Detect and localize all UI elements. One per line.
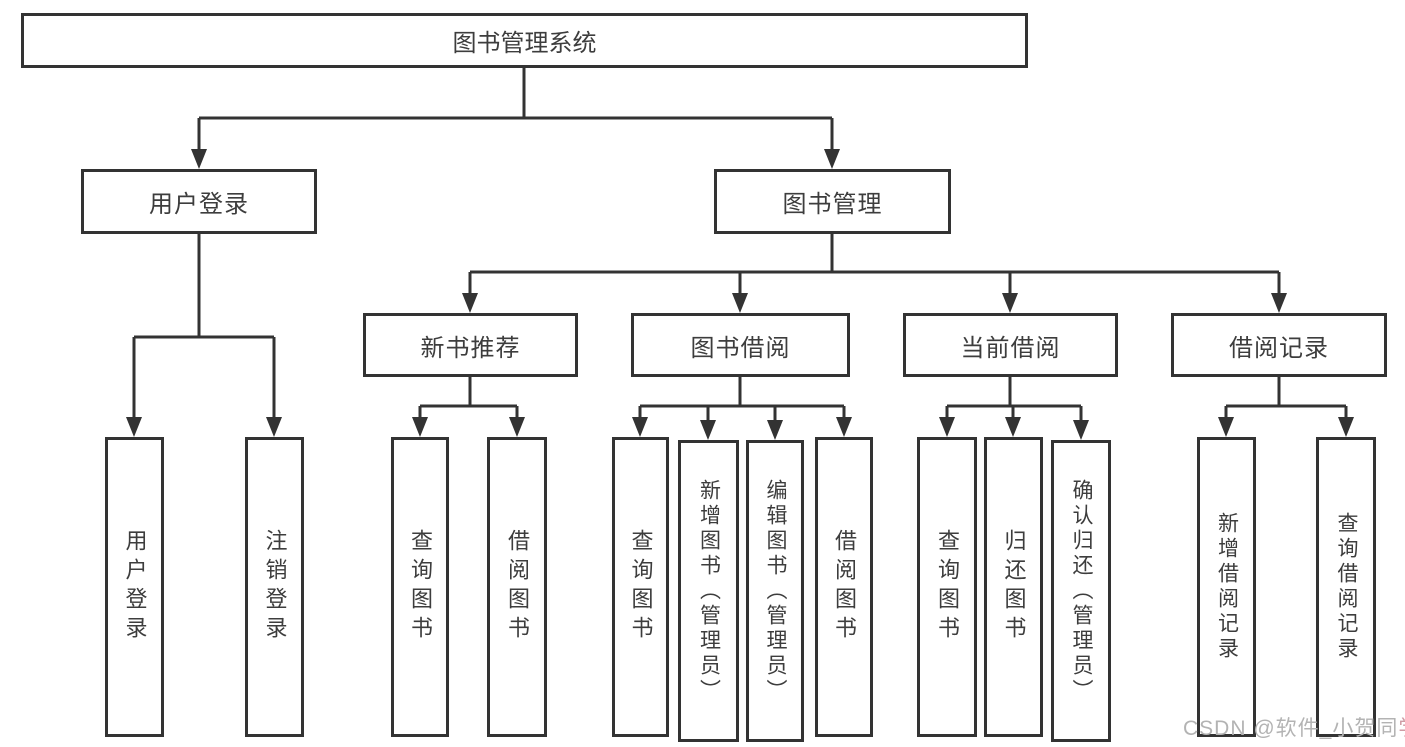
node-label: 借阅图书: [505, 529, 530, 645]
leaf-query-borrow-record: 查询借阅记录: [1316, 437, 1376, 737]
leaf-query-books-current: 查询图书: [917, 437, 977, 737]
node-label: 用户登录: [149, 191, 249, 218]
leaf-user-login: 用户登录: [105, 437, 164, 737]
node-label: 注销登录: [262, 529, 288, 645]
node-borrowing-records: 借阅记录: [1171, 313, 1387, 377]
leaf-logout: 注销登录: [245, 437, 304, 737]
node-current-borrowing: 当前借阅: [903, 313, 1118, 377]
node-label: 图书管理: [782, 191, 883, 218]
node-label: 图书借阅: [690, 334, 791, 362]
watermark-accent-char: 学: [1398, 717, 1405, 740]
node-label: 图书管理系统: [452, 30, 597, 57]
node-label: 查询图书: [935, 529, 960, 645]
node-label: 编辑图书（管理员）: [764, 478, 787, 704]
node-label: 确认归还（管理员）: [1070, 478, 1093, 704]
node-label: 借阅图书: [832, 529, 857, 645]
node-user-login: 用户登录: [81, 169, 317, 234]
node-label: 新增图书（管理员）: [697, 478, 721, 704]
leaf-query-books-recommend: 查询图书: [391, 437, 449, 737]
node-label: 新增借阅记录: [1215, 512, 1239, 662]
node-label: 查询图书: [628, 529, 654, 645]
leaf-add-borrow-record: 新增借阅记录: [1197, 437, 1256, 737]
leaf-borrow-books-recommend: 借阅图书: [487, 437, 547, 737]
node-label: 归还图书: [1001, 529, 1027, 645]
node-label: 用户登录: [122, 529, 148, 645]
node-book-borrowing: 图书借阅: [631, 313, 850, 377]
leaf-query-books-borrow: 查询图书: [612, 437, 669, 737]
node-label: 新书推荐: [420, 334, 521, 362]
leaf-borrow-books: 借阅图书: [815, 437, 873, 737]
node-book-management: 图书管理: [714, 169, 951, 234]
node-label: 查询借阅记录: [1335, 512, 1358, 662]
leaf-return-books: 归还图书: [984, 437, 1043, 737]
node-label: 借阅记录: [1229, 334, 1329, 362]
arrowheads: [126, 149, 1354, 440]
leaf-edit-books-admin: 编辑图书（管理员）: [746, 440, 804, 742]
watermark-text: CSDN @软件_小贺同: [1183, 717, 1399, 740]
node-label: 查询图书: [408, 529, 433, 645]
node-new-book-recommendation: 新书推荐: [363, 313, 578, 377]
node-library-management-system: 图书管理系统: [21, 13, 1028, 68]
leaf-add-books-admin: 新增图书（管理员）: [678, 440, 739, 742]
leaf-confirm-return-admin: 确认归还（管理员）: [1051, 440, 1111, 742]
node-label: 当前借阅: [960, 334, 1061, 362]
csdn-watermark: CSDN @软件_小贺同学: [1183, 712, 1405, 742]
